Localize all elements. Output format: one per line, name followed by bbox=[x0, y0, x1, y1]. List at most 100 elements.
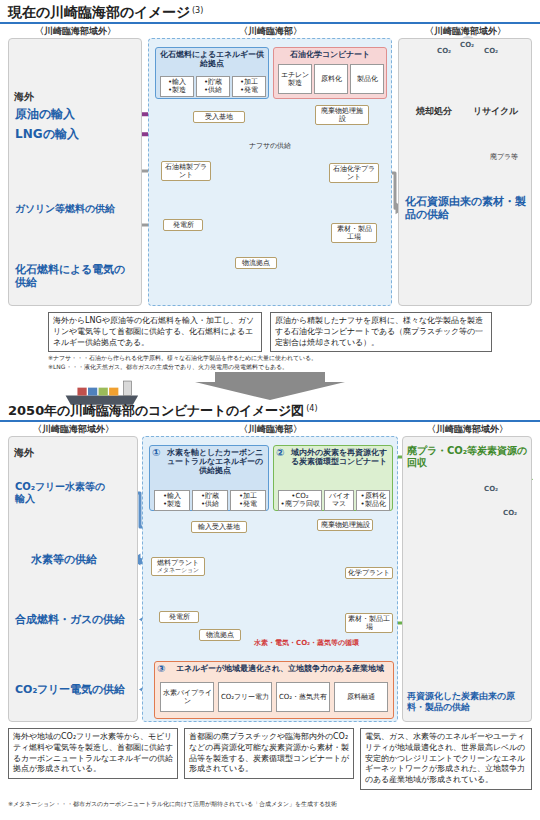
item-cell: CO₂・蒸気共有 bbox=[276, 682, 330, 712]
down-arrow bbox=[195, 372, 345, 400]
node-text: •製造 bbox=[168, 86, 186, 94]
reference-number: (3) bbox=[192, 6, 203, 15]
node-text: 化石燃料による電気の供給 bbox=[15, 263, 135, 289]
item-cell: •輸入•製造 bbox=[154, 490, 190, 511]
footnote: ※メタネーション・・・都市ガスのカーボンニュートラル化に向けて活用が期待されてい… bbox=[8, 800, 337, 809]
node-text: •製品化 bbox=[360, 500, 385, 508]
facility-box: 石油精製プラント bbox=[161, 161, 211, 181]
node-text: エチレン製造 bbox=[280, 71, 310, 88]
region-box: 〈川崎臨海部〉①水素を軸としたカーボンニュートラルなエネルギーの供給拠点•輸入•… bbox=[142, 436, 398, 722]
item-cell: エチレン製造 bbox=[278, 64, 312, 94]
node-text: 再資源化した炭素由来の原料・製品の供給 bbox=[407, 691, 531, 713]
gas-tag: CO₂ bbox=[437, 47, 451, 55]
node-text: リサイクル bbox=[473, 105, 518, 118]
node-text: 廃棄物処理施設 bbox=[320, 521, 370, 529]
edge-label: ナフサの供給 bbox=[247, 141, 293, 151]
pipe-ring bbox=[174, 124, 366, 252]
page-title: 現在の川崎臨海部のイメージ bbox=[8, 4, 190, 22]
node-text: 〈川崎臨海部〉 bbox=[143, 423, 397, 436]
node-text: 焼却処分 bbox=[416, 105, 452, 118]
description-box: 電気、ガス、水素等のエネルギーやユーティリティが地域最適化され、世界最高レベルの… bbox=[360, 728, 532, 790]
node-text: エネルギーが地域最適化され、立地競争力のある産業地域 bbox=[170, 664, 390, 673]
node-text: 〈川崎臨海部域外〉 bbox=[9, 423, 137, 436]
node-text: 発電所 bbox=[166, 221, 200, 229]
region-box: 〈川崎臨海部域外〉原油の輸入LNGの輸入ガソリン等燃料の供給化石燃料による電気の… bbox=[8, 38, 142, 306]
item-cell: •加工•発電 bbox=[232, 76, 266, 97]
supply-label: 合成燃料・ガスの供給 bbox=[15, 613, 139, 626]
node-text: ① bbox=[152, 447, 160, 459]
facility-box: 受入基地 bbox=[193, 111, 245, 123]
facility-box: 素材・製品工場 bbox=[331, 223, 377, 243]
node-text: •製造 bbox=[163, 500, 181, 508]
node-text: バイオマス bbox=[326, 492, 352, 509]
region-name: 海外 bbox=[14, 446, 34, 460]
green-cycle bbox=[422, 546, 508, 634]
recovery-label: 廃プラ・CO₂等炭素資源の回収 bbox=[407, 445, 531, 469]
base-box: ①水素を軸としたカーボンニュートラルなエネルギーの供給拠点•輸入•製造•貯蔵•供… bbox=[149, 445, 269, 511]
product-icon bbox=[414, 238, 524, 290]
node-text: 〈川崎臨海部域外〉 bbox=[9, 25, 141, 38]
supply-label: ガソリン等燃料の供給 bbox=[15, 203, 141, 215]
supply-label: CO₂フリー電気の供給 bbox=[15, 683, 139, 696]
node-text: •原料化 bbox=[360, 492, 385, 500]
node-text: 海外や地域のCO₂フリー水素等から、モビリティ燃料や電気等を製造し、首都圏に供給… bbox=[13, 732, 173, 775]
region-feature-box: ③ エネルギーが地域最適化され、立地競争力のある産業地域水素パイプライン CO₂フリ… bbox=[154, 661, 394, 719]
description-box: 原油から精製したナフサを原料に、様々な化学製品を製造する石油化学コンビナートであ… bbox=[270, 312, 492, 352]
node-text: 化学プラント bbox=[348, 569, 390, 577]
node-text: 原油から精製したナフサを原料に、様々な化学製品を製造する石油化学コンビナートであ… bbox=[275, 316, 487, 348]
region-box: 〈川崎臨海部域外〉廃プラ・CO₂等炭素資源の回収再資源化した炭素由来の原料・製品… bbox=[402, 436, 532, 722]
item-cell: •輸入•製造 bbox=[160, 76, 194, 97]
car-icon bbox=[22, 526, 80, 551]
item-cell: CO₂フリー電力 bbox=[218, 682, 272, 712]
node-text: ③ bbox=[157, 663, 165, 675]
supply-label: 化石資源由来の素材・製品の供給 bbox=[405, 195, 529, 221]
factory-icon bbox=[222, 548, 320, 638]
building-icon bbox=[16, 640, 98, 680]
complex-box: 石油化学コンビナートエチレン製造原料化製品化 bbox=[273, 47, 387, 99]
disposal-label: 焼却処分 リサイクル bbox=[405, 105, 529, 118]
node-text: 合成燃料・ガスの供給 bbox=[15, 613, 139, 626]
item-cell: •加工•発電 bbox=[230, 490, 266, 511]
node-text: •CO₂ bbox=[291, 492, 308, 500]
node-text: 電気、ガス、水素等のエネルギーやユーティリティが地域最適化され、世界最高レベルの… bbox=[365, 732, 527, 786]
node-text: 〈川崎臨海部域外〉 bbox=[403, 423, 531, 436]
node-text: •発電 bbox=[240, 86, 258, 94]
footnote: ※LNG・・・液化天然ガス。都市ガスの主成分であり、火力発電用の発電燃料でもある… bbox=[48, 363, 288, 372]
region-box: 〈川崎臨海部〉化石燃料によるエネルギー供給拠点•輸入•製造•貯蔵•供給•加工•発… bbox=[148, 38, 392, 306]
node-text: 受入基地 bbox=[196, 113, 242, 121]
facility-box: 発電所 bbox=[163, 219, 203, 231]
region-name: 海外 bbox=[14, 90, 34, 104]
node-text: •輸入 bbox=[168, 78, 186, 86]
node-text: メタネーション bbox=[154, 567, 202, 574]
factory-icon bbox=[222, 150, 320, 240]
node-text: 水素パイプライン bbox=[162, 689, 212, 706]
node-text: ガソリン等燃料の供給 bbox=[15, 203, 141, 215]
node-text: •廃プラ回収 bbox=[280, 500, 319, 508]
import-label: LNGの輸入 bbox=[15, 127, 81, 141]
node-text: •貯蔵 bbox=[204, 78, 222, 86]
item-cell: 水素パイプライン bbox=[160, 682, 214, 712]
item-cell: •貯蔵•供給 bbox=[192, 490, 228, 511]
node-text: 素材・製品工場 bbox=[334, 225, 374, 241]
description-box: 海外や地域のCO₂フリー水素等から、モビリティ燃料や電気等を製造し、首都圏に供給… bbox=[8, 728, 178, 779]
node-text: •加工 bbox=[239, 492, 257, 500]
region-box: 〈川崎臨海部域外〉CO₂フリー水素等の輸入水素等の供給合成燃料・ガスの供給CO₂… bbox=[8, 436, 138, 722]
item-cell: バイオマス bbox=[324, 490, 354, 511]
facility-box: 輸入受入基地 bbox=[191, 521, 247, 533]
node-text: LNGの輸入 bbox=[15, 127, 81, 141]
cycle-ring bbox=[172, 540, 368, 644]
node-text: 石油精製プラント bbox=[164, 163, 208, 179]
reference-number: (4) bbox=[306, 404, 317, 413]
waste-icon bbox=[412, 476, 519, 523]
facility-box: 燃料プラントメタネーション bbox=[151, 557, 205, 576]
node-text: 製品化 bbox=[357, 75, 378, 83]
facility-box: 素材・製品工場 bbox=[345, 613, 393, 633]
item-cell: •貯蔵•供給 bbox=[196, 76, 230, 97]
facility-box: 廃棄物処理施設 bbox=[315, 105, 369, 125]
base-box: 化石燃料によるエネルギー供給拠点•輸入•製造•貯蔵•供給•加工•発電 bbox=[155, 47, 269, 99]
node-text: 原料化 bbox=[321, 75, 342, 83]
facility-box: 物流拠点 bbox=[199, 629, 241, 641]
complex-box: ②域内外の炭素を再資源化する炭素循環型コンビナート•CO₂•廃プラ回収バイオマス… bbox=[273, 445, 393, 511]
